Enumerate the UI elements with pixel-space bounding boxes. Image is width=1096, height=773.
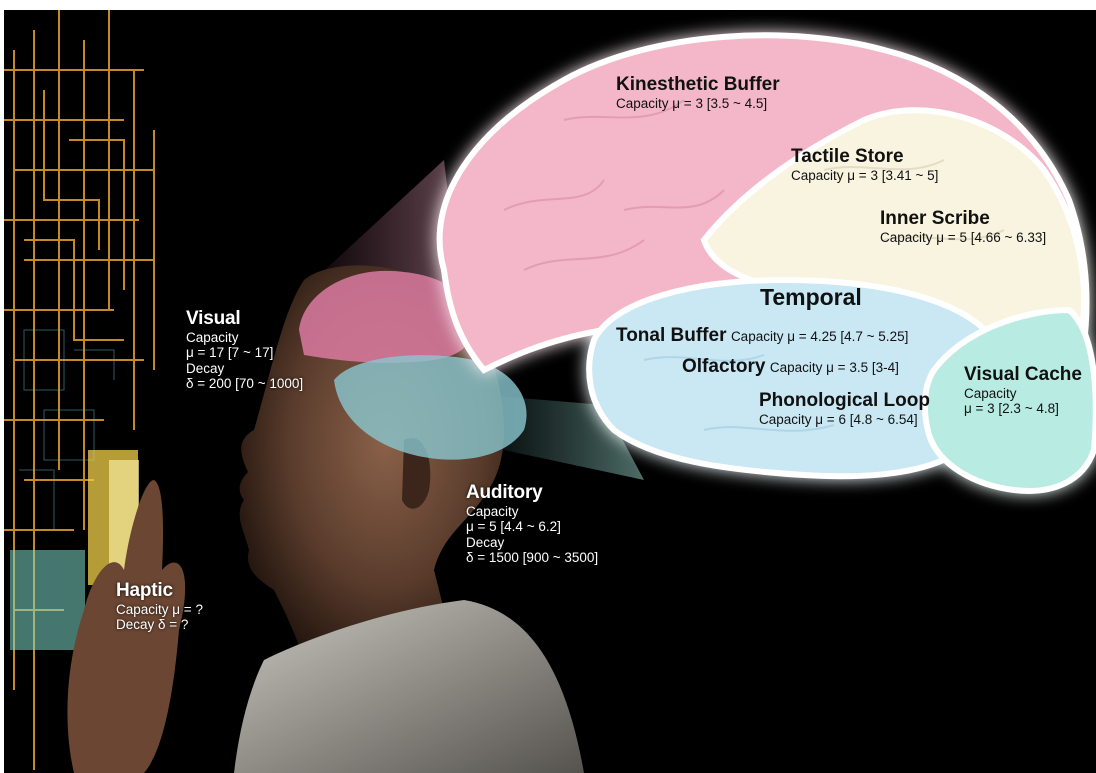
- phonological-capacity: Capacity μ = 6 [4.8 ~ 6.54]: [759, 412, 930, 428]
- visual-cache-capacity-label: Capacity: [964, 386, 1082, 402]
- shirt: [234, 600, 584, 773]
- tonal-buffer-label: Tonal Buffer Capacity μ = 4.25 [4.7 ~ 5.…: [616, 325, 908, 347]
- auditory-label: Auditory Capacity μ = 5 [4.4 ~ 6.2] Deca…: [466, 482, 598, 566]
- auditory-decay-label: Decay: [466, 535, 598, 551]
- inner-scribe-capacity: Capacity μ = 5 [4.66 ~ 6.33]: [880, 230, 1046, 246]
- tactile-capacity: Capacity μ = 3 [3.41 ~ 5]: [791, 168, 938, 184]
- auditory-decay-value: δ = 1500 [900 ~ 3500]: [466, 550, 598, 566]
- tactile-title: Tactile Store: [791, 146, 938, 168]
- brain-illustration: [4, 10, 1096, 773]
- visual-cache-title: Visual Cache: [964, 364, 1082, 386]
- tonal-buffer-title: Tonal Buffer: [616, 325, 726, 346]
- haptic-label: Haptic Capacity μ = ? Decay δ = ?: [116, 580, 203, 633]
- tactile-label: Tactile Store Capacity μ = 3 [3.41 ~ 5]: [791, 146, 938, 183]
- inner-scribe-label: Inner Scribe Capacity μ = 5 [4.66 ~ 6.33…: [880, 208, 1046, 245]
- illustration-panel: Visual Capacity μ = 17 [7 ~ 17] Decay δ …: [4, 10, 1096, 773]
- visual-decay-label: Decay: [186, 361, 303, 377]
- visual-title: Visual: [186, 308, 303, 330]
- auditory-capacity-value: μ = 5 [4.4 ~ 6.2]: [466, 519, 598, 535]
- kinesthetic-label: Kinesthetic Buffer Capacity μ = 3 [3.5 ~…: [616, 74, 780, 111]
- kinesthetic-capacity: Capacity μ = 3 [3.5 ~ 4.5]: [616, 96, 780, 112]
- visual-capacity-label: Capacity: [186, 330, 303, 346]
- phonological-label: Phonological Loop Capacity μ = 6 [4.8 ~ …: [759, 390, 930, 427]
- olfactory-capacity: Capacity μ = 3.5 [3-4]: [770, 360, 899, 375]
- visual-cache-label: Visual Cache Capacity μ = 3 [2.3 ~ 4.8]: [964, 364, 1082, 417]
- haptic-capacity: Capacity μ = ?: [116, 602, 203, 618]
- visual-label: Visual Capacity μ = 17 [7 ~ 17] Decay δ …: [186, 308, 303, 392]
- visual-decay-value: δ = 200 [70 ~ 1000]: [186, 376, 303, 392]
- haptic-decay: Decay δ = ?: [116, 617, 203, 633]
- haptic-title: Haptic: [116, 580, 203, 602]
- tonal-buffer-capacity: Capacity μ = 4.25 [4.7 ~ 5.25]: [731, 329, 908, 344]
- auditory-title: Auditory: [466, 482, 598, 504]
- temporal-label: Temporal: [760, 284, 862, 310]
- kinesthetic-title: Kinesthetic Buffer: [616, 74, 780, 96]
- visual-cache-capacity-value: μ = 3 [2.3 ~ 4.8]: [964, 401, 1082, 417]
- haptic-panel: [10, 550, 85, 650]
- temporal-title: Temporal: [760, 284, 862, 310]
- inner-scribe-title: Inner Scribe: [880, 208, 1046, 230]
- auditory-capacity-label: Capacity: [466, 504, 598, 520]
- visual-capacity-value: μ = 17 [7 ~ 17]: [186, 345, 303, 361]
- olfactory-label: Olfactory Capacity μ = 3.5 [3-4]: [682, 356, 899, 378]
- olfactory-title: Olfactory: [682, 356, 765, 377]
- phonological-title: Phonological Loop: [759, 390, 930, 412]
